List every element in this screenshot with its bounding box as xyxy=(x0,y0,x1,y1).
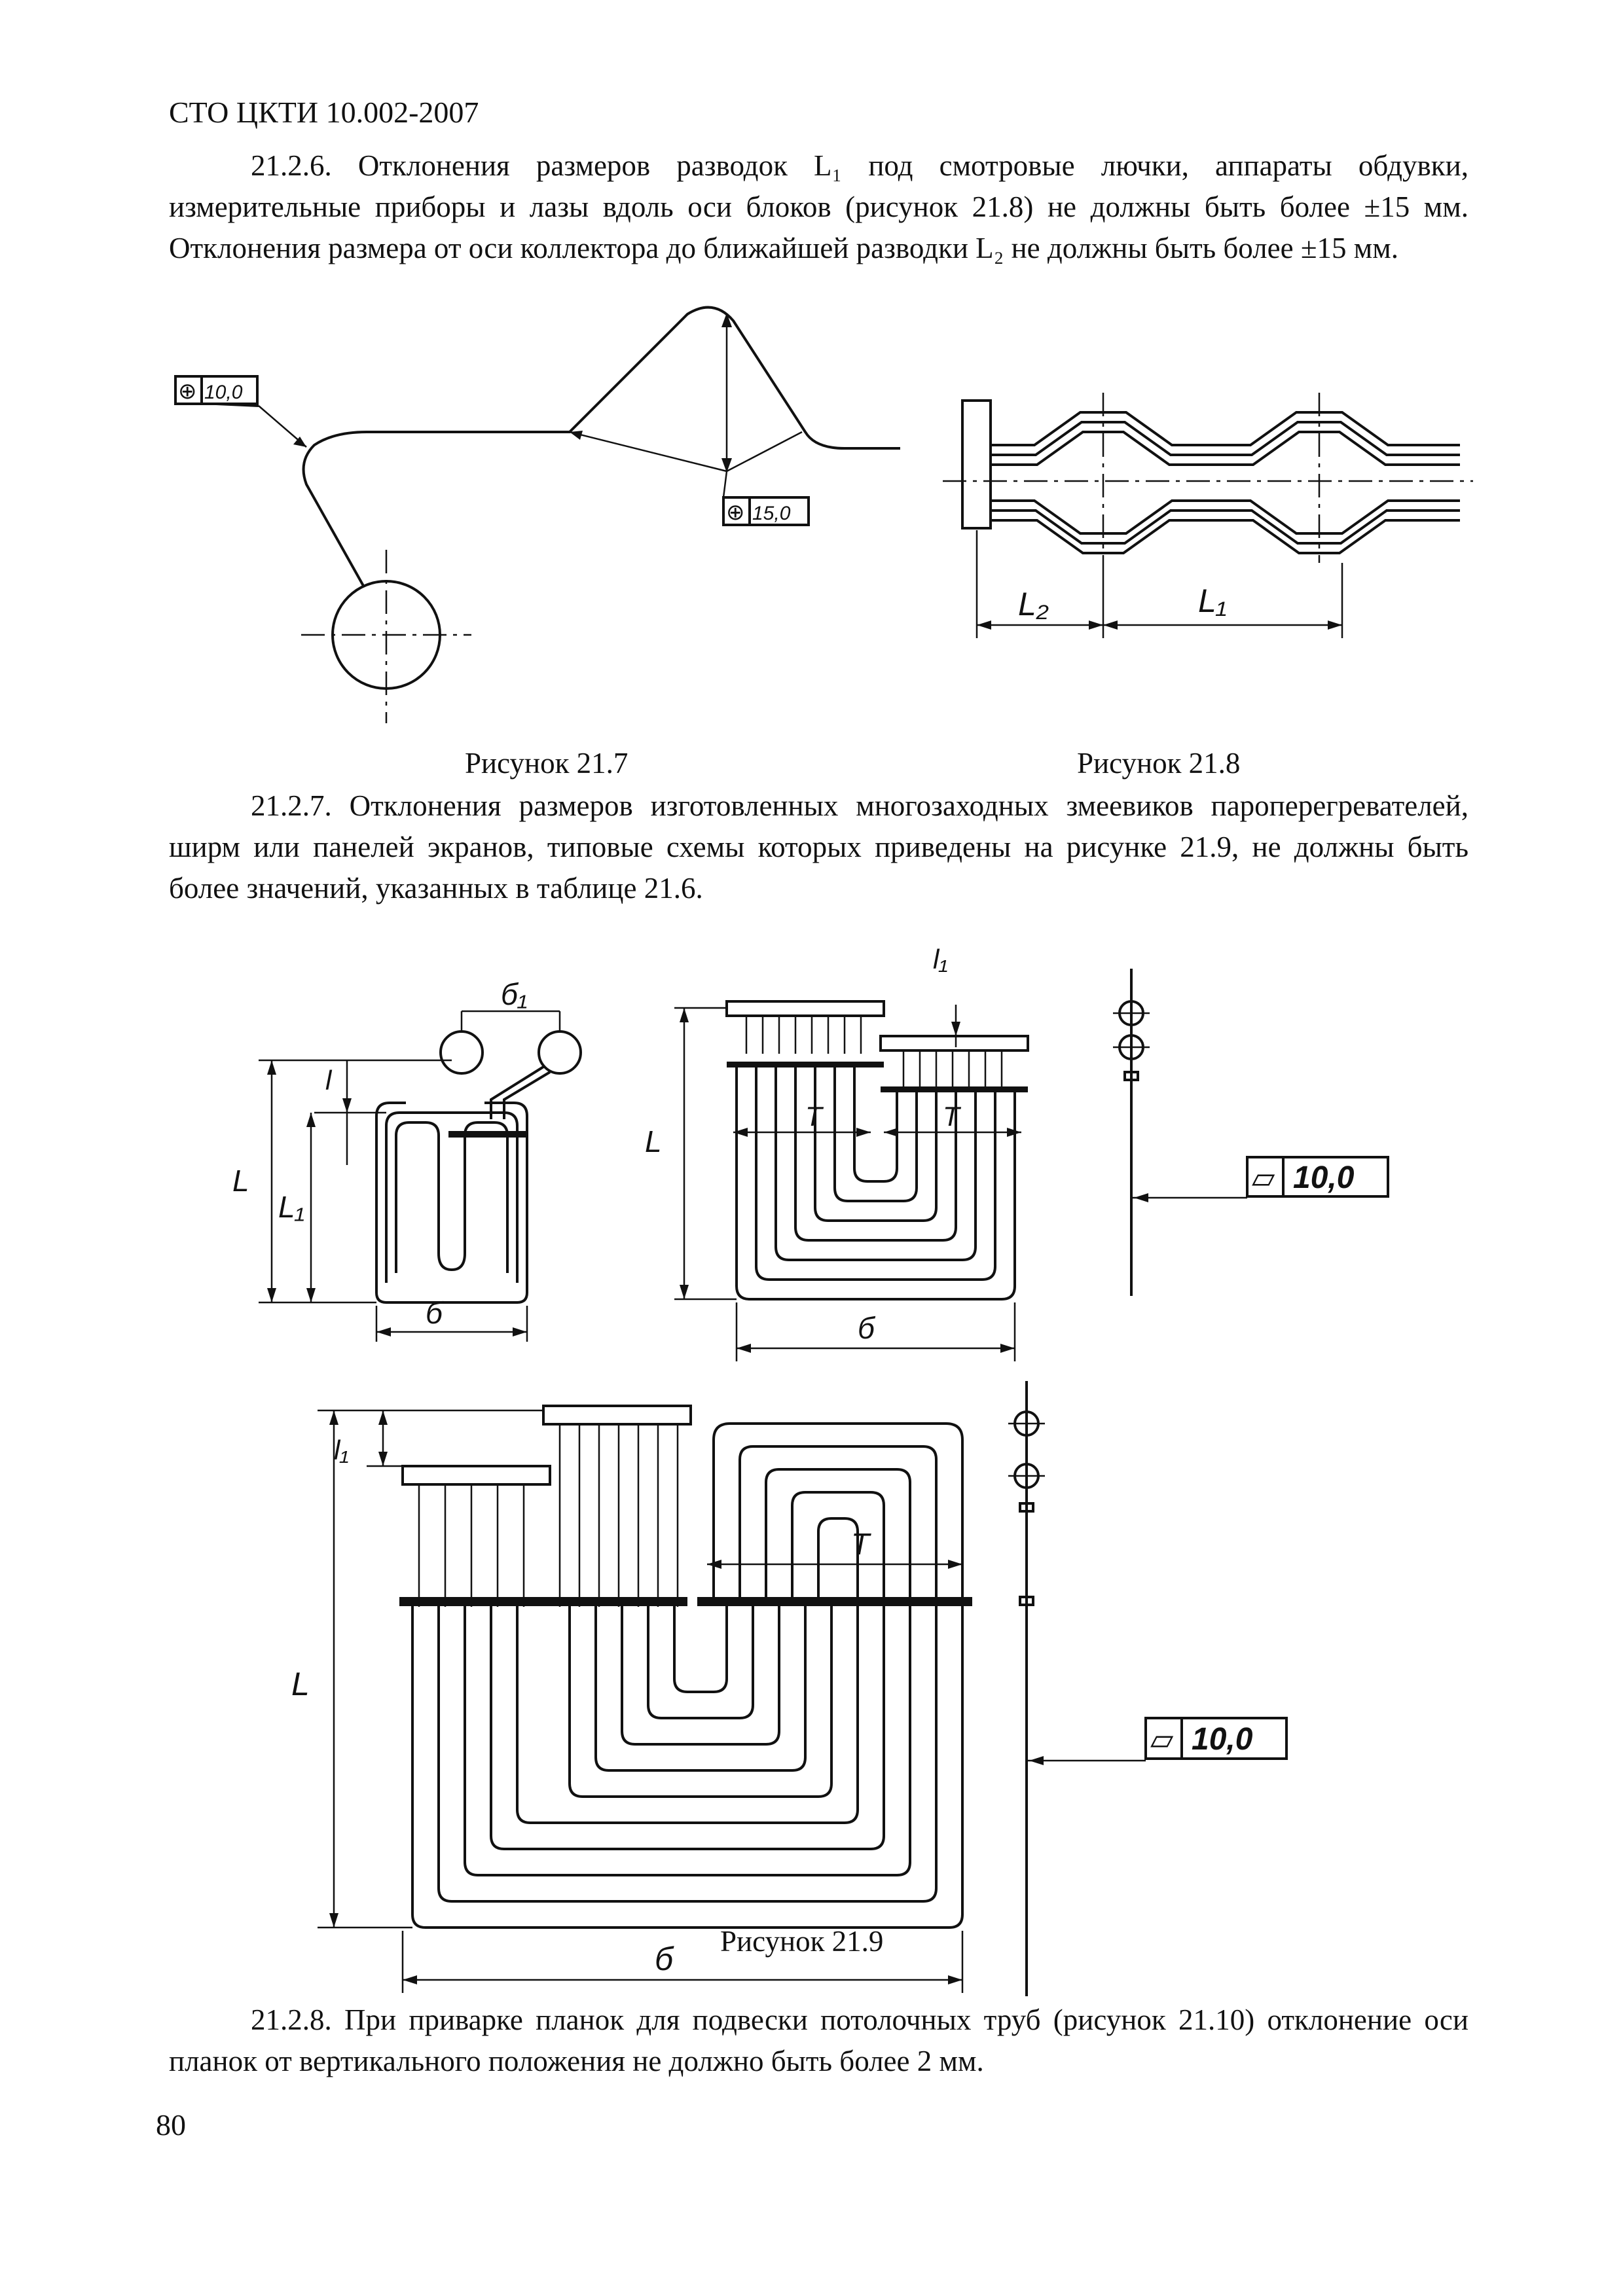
dim-L-c: L xyxy=(291,1666,310,1702)
dim-b1: б₁ xyxy=(501,977,527,1011)
caption-figure-21-9: Рисунок 21.9 xyxy=(720,1925,884,1958)
tolerance-b-value: 15,0 xyxy=(752,503,791,524)
caption-figure-21-8: Рисунок 21.8 xyxy=(1077,747,1241,780)
dim-L1: L₁ xyxy=(278,1190,304,1224)
document-code: СТО ЦКТИ 10.002-2007 xyxy=(169,96,479,129)
dim-l: l xyxy=(325,1065,333,1096)
figure-21-9-a: б₁ L L₁ l б xyxy=(232,977,582,1342)
dimension-L1: L₁ xyxy=(1198,583,1227,619)
tolerance-a-value: 10,0 xyxy=(204,382,243,403)
paragraph-21-2-7: 21.2.7. Отклонения размеров изготовленны… xyxy=(169,785,1468,909)
paragraph-21-2-6: 21.2.6. Отклонения размеров разводок L₁ … xyxy=(169,145,1468,269)
dim-l1-c: l₁ xyxy=(334,1435,349,1465)
dim-L-b: L xyxy=(645,1124,662,1158)
dim-T-left: T xyxy=(805,1101,824,1132)
flatness-symbol-b: ▱ xyxy=(1252,1160,1275,1194)
flatness-value-c: 10,0 xyxy=(1192,1722,1253,1757)
paragraph-21-2-8-text: 21.2.8. При приварке планок для подвески… xyxy=(169,2003,1468,2077)
flatness-symbol-c: ▱ xyxy=(1150,1722,1174,1756)
dim-L: L xyxy=(232,1164,249,1198)
caption-figure-21-7: Рисунок 21.7 xyxy=(465,747,629,780)
figure-21-7: ⊕ 10,0 ⊕ 15,0 xyxy=(174,306,900,723)
tolerance-a-symbol: ⊕ xyxy=(178,379,197,404)
dim-l1-b: l₁ xyxy=(933,944,948,975)
figure-21-8: L₂ L₁ xyxy=(943,393,1473,638)
paragraph-21-2-6-text: 21.2.6. Отклонения размеров разводок L₁ … xyxy=(169,149,1468,264)
dim-T-c: T xyxy=(851,1527,871,1561)
dimension-L2: L₂ xyxy=(1018,586,1049,622)
page-number: 80 xyxy=(156,2108,186,2142)
tolerance-b-symbol: ⊕ xyxy=(726,500,745,525)
figure-21-9-b: T T l₁ L б xyxy=(645,944,1029,1361)
dim-T-right: T xyxy=(943,1101,962,1132)
collector-flange xyxy=(961,399,992,529)
figure-21-9-c-side-view: ▱ 10,0 xyxy=(1008,1381,1288,1996)
paragraph-21-2-8: 21.2.8. При приварке планок для подвески… xyxy=(169,2000,1468,2082)
dim-b-b: б xyxy=(858,1311,876,1345)
flatness-value-b: 10,0 xyxy=(1293,1160,1355,1195)
figure-21-9-b-side-view: ▱ 10,0 xyxy=(1113,969,1389,1296)
dim-b: б xyxy=(426,1296,444,1330)
figure-21-9-c: T l₁ L б xyxy=(291,1405,972,1993)
dim-b-c: б xyxy=(655,1941,674,1977)
paragraph-21-2-7-text: 21.2.7. Отклонения размеров изготовленны… xyxy=(169,789,1468,905)
